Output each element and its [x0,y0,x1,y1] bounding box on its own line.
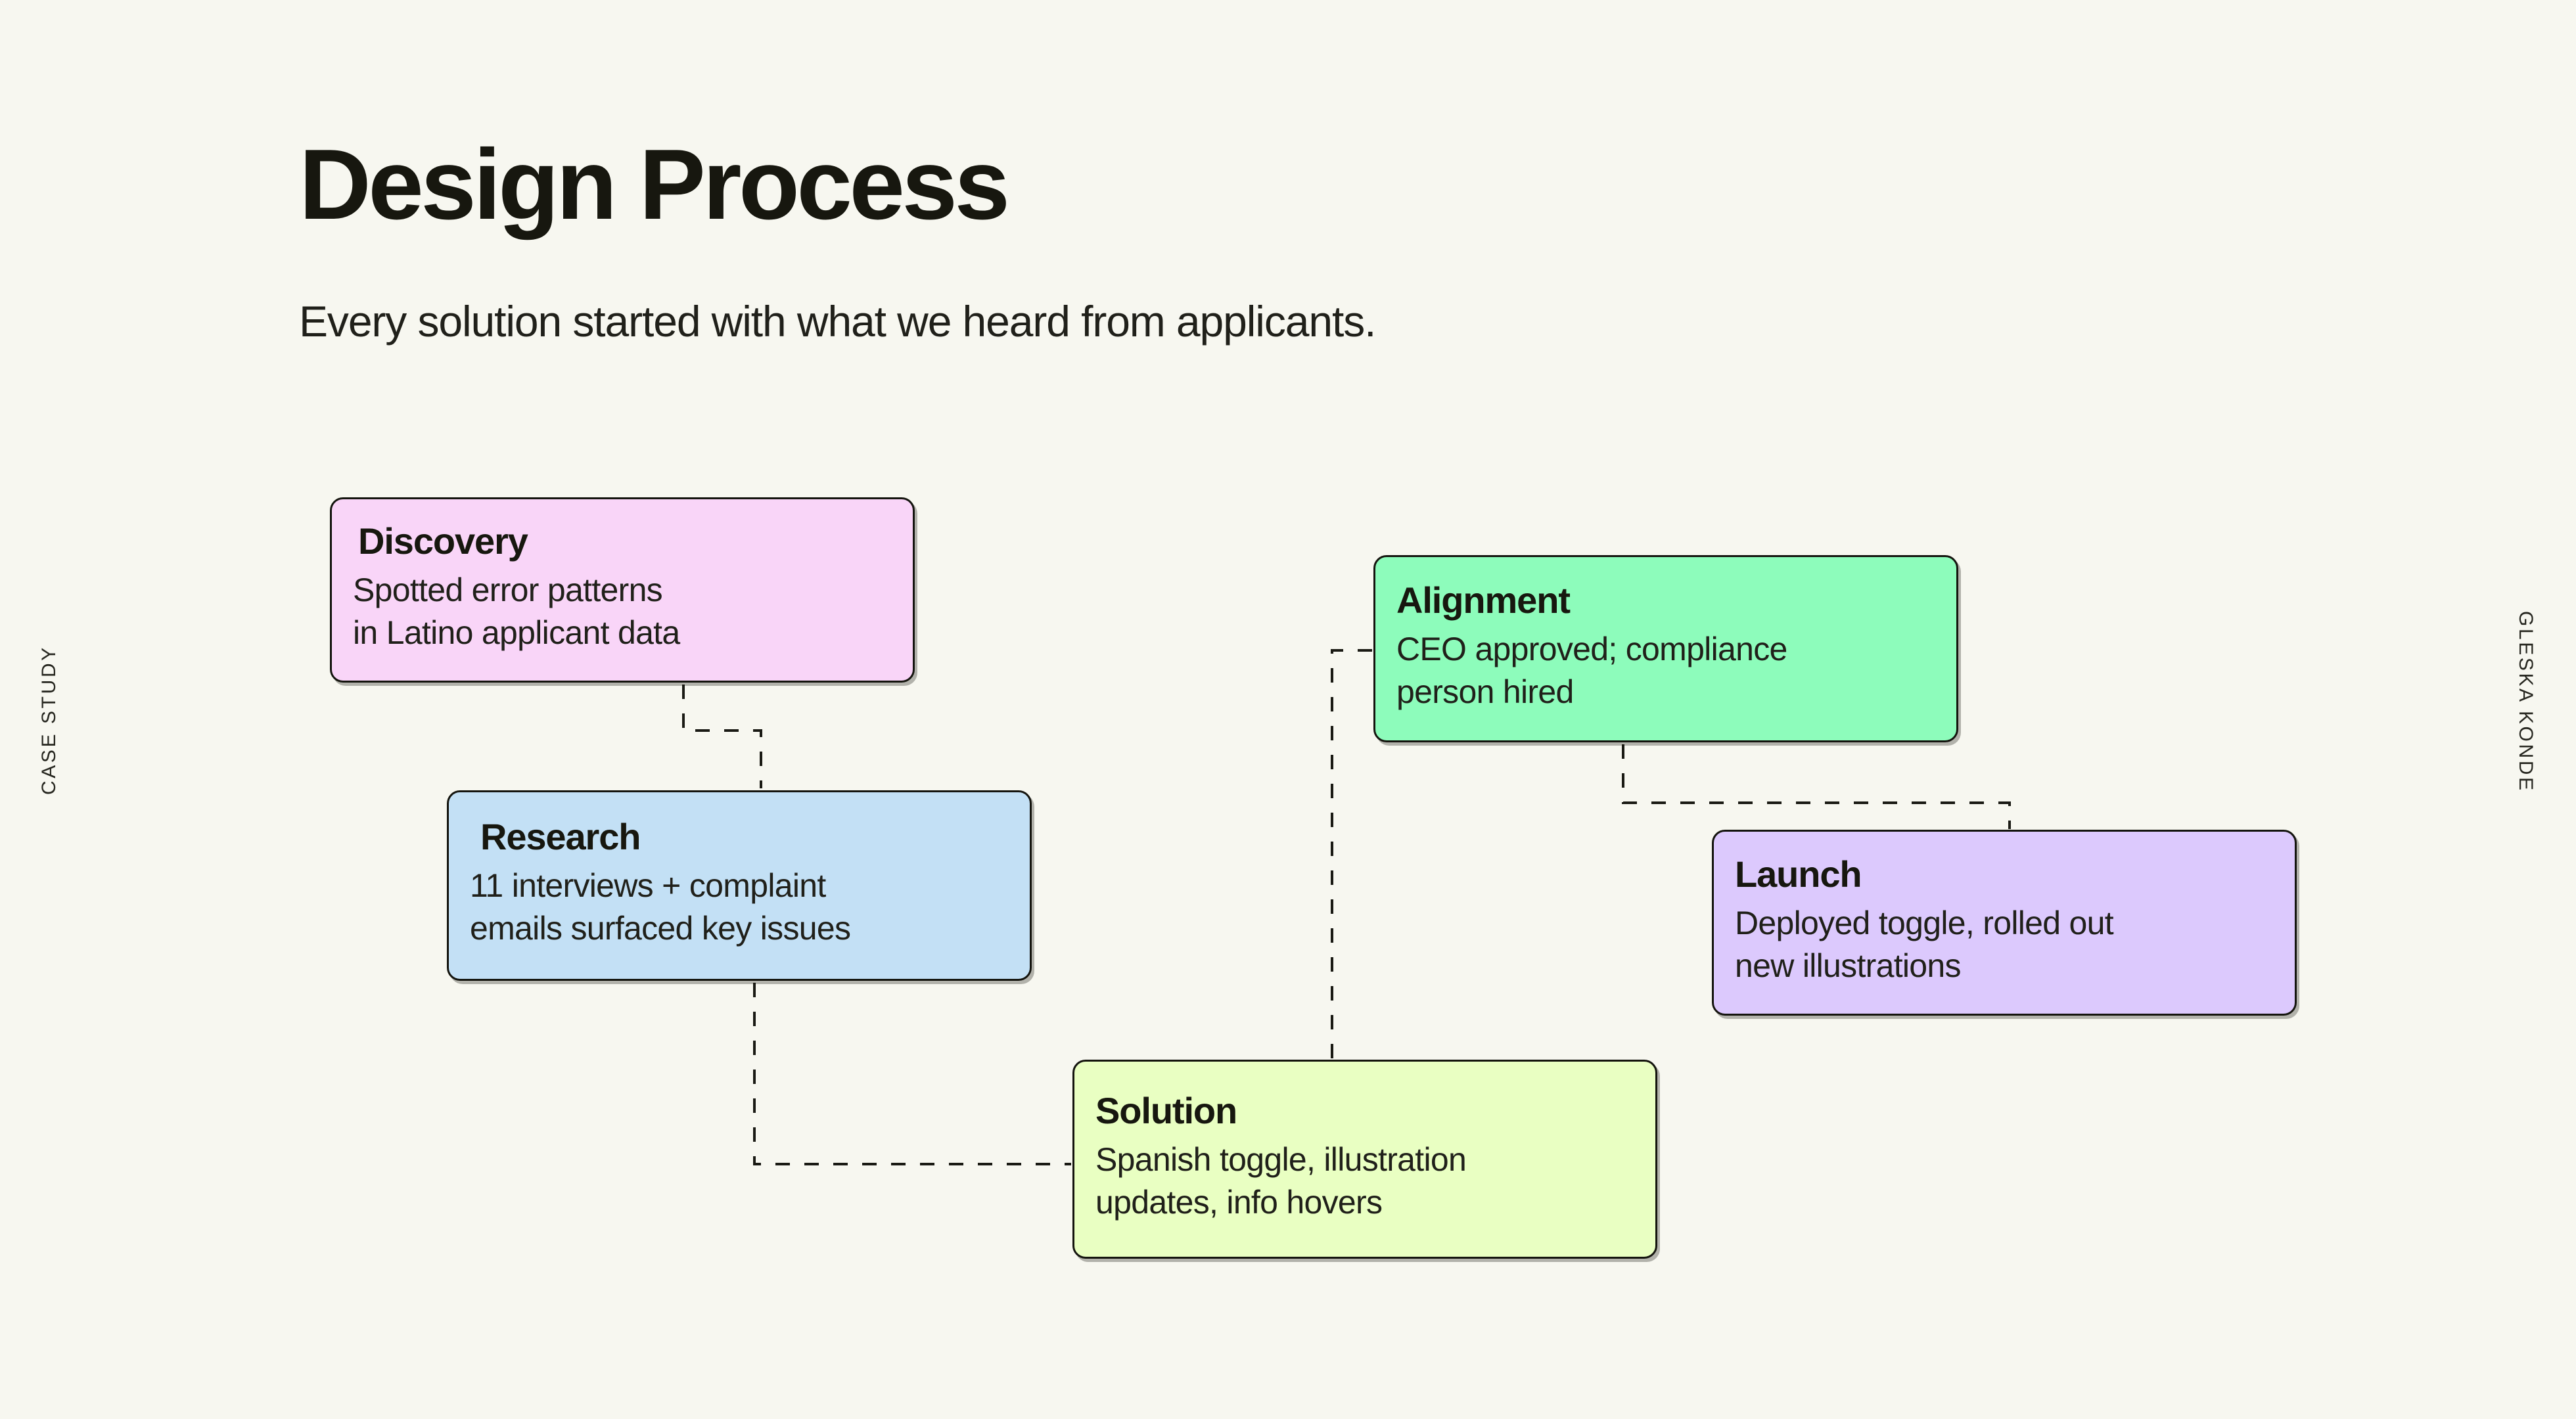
card-title-discovery: Discovery [358,520,528,562]
page-subtitle: Every solution started with what we hear… [299,297,1376,346]
process-card-alignment[interactable]: Alignment CEO approved; compliance perso… [1373,555,1958,742]
page-title: Design Process [299,129,1010,240]
card-body-research: 11 interviews + complaint emails surface… [470,867,851,947]
page-header: Design Process Every solution started wi… [299,135,2073,344]
connector-discovery-research [682,685,762,788]
card-body-solution: Spanish toggle, illustration updates, in… [1095,1140,1467,1221]
card-title-launch: Launch [1735,853,1862,895]
process-card-solution[interactable]: Solution Spanish toggle, illustration up… [1072,1060,1657,1259]
process-card-discovery[interactable]: Discovery Spotted error patterns in Lati… [330,497,915,683]
process-card-launch[interactable]: Launch Deployed toggle, rolled out new i… [1712,830,2297,1016]
card-title-research: Research [480,816,641,857]
connector-alignment-launch [1622,744,2011,829]
card-body-discovery: Spotted error patterns in Latino applica… [353,572,680,651]
card-body-launch: Deployed toggle, rolled out new illustra… [1735,904,2114,984]
connector-solution-alignment [1331,649,1373,1105]
card-title-alignment: Alignment [1396,579,1571,621]
process-card-research[interactable]: Research 11 interviews + complaint email… [447,790,1032,981]
card-body-alignment: CEO approved; compliance person hired [1396,630,1787,710]
card-title-solution: Solution [1095,1089,1237,1131]
connector-research-solution [753,983,1071,1165]
